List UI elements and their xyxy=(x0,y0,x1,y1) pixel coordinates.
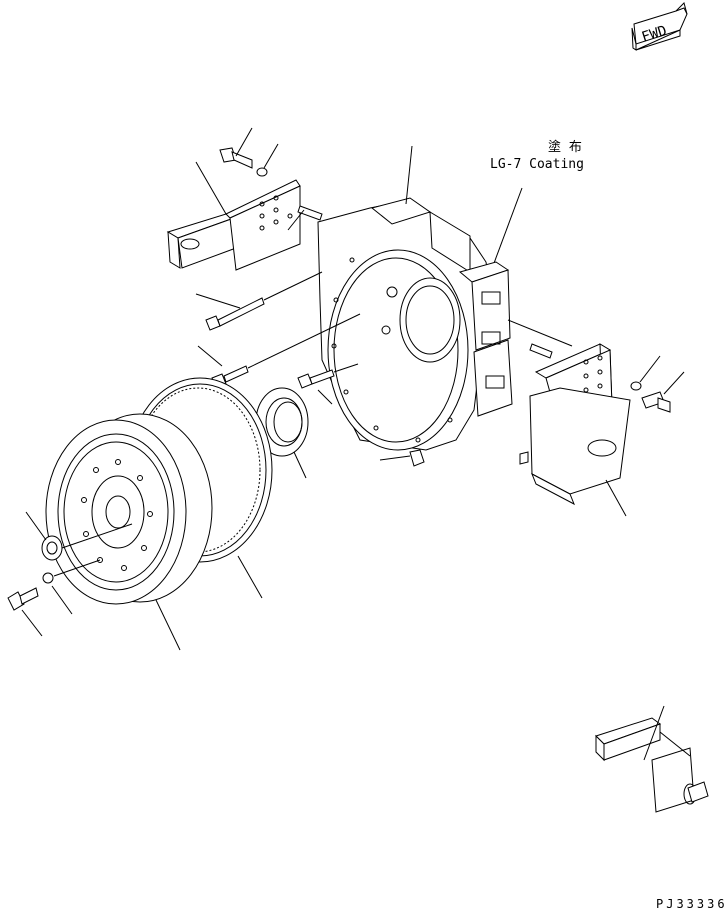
fwd-direction-marker: FWD xyxy=(631,2,688,51)
mount-bolt-top xyxy=(219,127,253,169)
drawing-code: PJ33336 xyxy=(656,897,727,911)
right-engine-mount-bracket xyxy=(519,343,631,517)
housing-bolt-long-1 xyxy=(195,271,323,331)
installer-tool xyxy=(595,705,709,813)
dowel-pin-left xyxy=(287,205,323,231)
coating-label-english: LG-7 Coating xyxy=(490,157,584,172)
pilot-bearing xyxy=(25,511,133,561)
housing-bolt-long-2 xyxy=(197,313,361,389)
mount-washer-top xyxy=(256,143,279,177)
coating-label-japanese: 塗 布 xyxy=(548,139,582,155)
housing-bolt-short xyxy=(297,363,359,405)
drain-plug xyxy=(379,449,425,467)
dowel-pin-right xyxy=(507,319,573,359)
flywheel xyxy=(45,413,213,651)
mount-bolt-right xyxy=(641,371,685,413)
flywheel-bolt xyxy=(7,587,43,637)
mount-washer-right xyxy=(630,355,661,391)
fwd-label: FWD xyxy=(640,23,669,46)
flywheel-housing xyxy=(317,145,513,451)
left-engine-mount-bracket xyxy=(166,161,301,271)
flywheel-washer xyxy=(42,559,101,615)
